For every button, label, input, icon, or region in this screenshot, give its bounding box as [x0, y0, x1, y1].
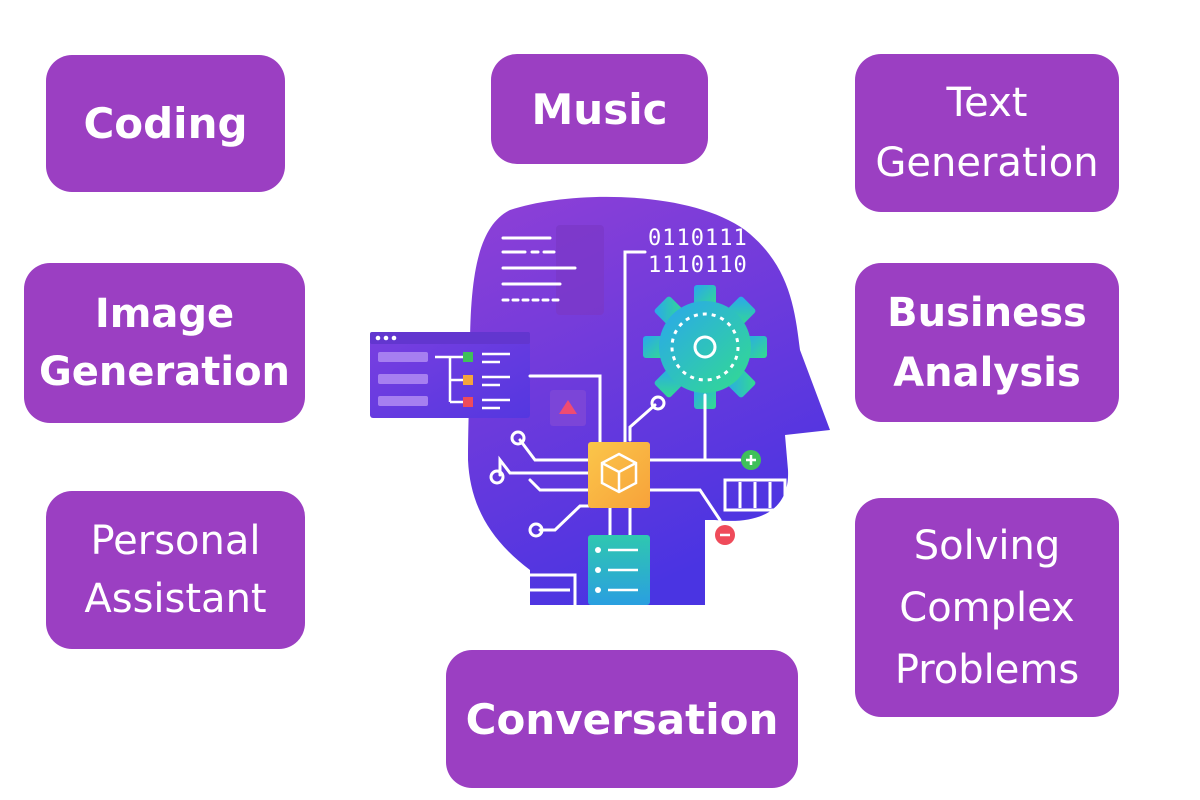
tile-text-generation-label: Text Generation [875, 80, 1099, 186]
tile-image-generation: Image Generation [24, 263, 305, 423]
document-lines [501, 236, 577, 302]
chip-icon [588, 442, 650, 508]
bottom-left-bars [528, 573, 577, 605]
tile-coding-label: Coding [83, 99, 248, 148]
window-panel [370, 332, 530, 418]
ai-head-svg: 0110111 1110110 [370, 196, 830, 605]
tile-coding: Coding [46, 55, 285, 192]
ai-head-illustration: 0110111 1110110 [360, 190, 840, 620]
tile-solving-complex-problems: Solving Complex Problems [855, 498, 1119, 717]
tile-conversation: Conversation [446, 650, 798, 788]
tile-personal-assistant: Personal Assistant [46, 491, 305, 649]
triangle-icon [559, 400, 577, 414]
tile-conversation-label: Conversation [465, 694, 779, 744]
server-icon [588, 535, 650, 605]
gear-icon [643, 285, 767, 409]
tile-image-generation-label: Image Generation [38, 291, 291, 395]
tile-personal-assistant-label: Personal Assistant [84, 518, 267, 622]
binary-text-2: 1110110 [648, 253, 748, 278]
storage-bars [723, 478, 787, 512]
tile-music-label: Music [531, 84, 668, 134]
tile-business-analysis-label: Business Analysis [887, 289, 1087, 396]
circuit-nodes [489, 395, 666, 538]
document-panel [556, 225, 604, 315]
circuit-lines [498, 250, 742, 537]
binary-text-1: 0110111 [648, 226, 748, 251]
tile-solving-complex-problems-label: Solving Complex Problems [894, 522, 1080, 693]
tile-business-analysis: Business Analysis [855, 263, 1119, 422]
tile-music: Music [491, 54, 708, 164]
tile-text-generation: Text Generation [855, 54, 1119, 212]
